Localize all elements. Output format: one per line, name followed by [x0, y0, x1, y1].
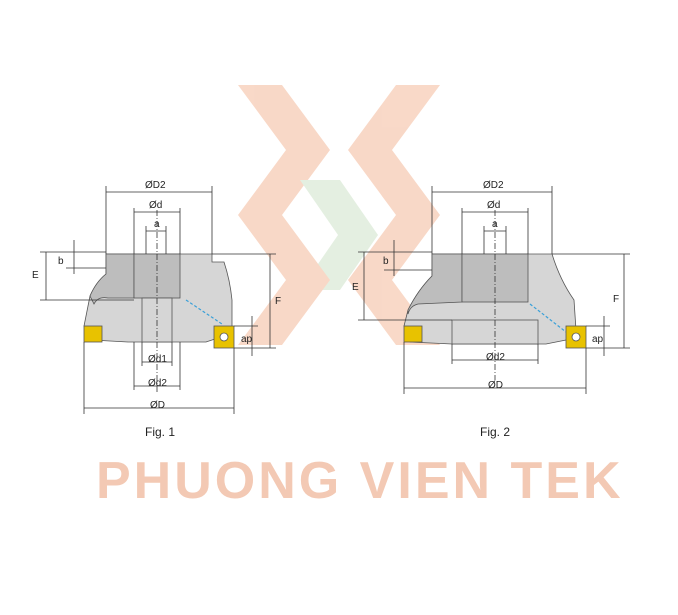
watermark-logo [238, 85, 440, 345]
fig2-coolant-channel [529, 303, 567, 333]
fig2-insert-screw [571, 332, 581, 342]
fig1-label-d1: Ød1 [148, 354, 167, 365]
fig2-label-d2: Ød2 [486, 352, 505, 363]
watermark-text: PHUONG VIEN TEK [96, 452, 624, 510]
fig2-label-d: Ød [487, 200, 500, 211]
fig2-label-D: ØD [488, 380, 503, 391]
fig1-shoulder-shade [89, 253, 135, 305]
fig2-caption: Fig. 2 [480, 425, 510, 439]
fig2-label-b: b [383, 256, 389, 267]
fig1-label-D2: ØD2 [145, 180, 166, 191]
fig1-label-d2: Ød2 [148, 378, 167, 389]
fig1-label-E: E [32, 270, 39, 281]
fig1-label-F: F [275, 296, 281, 307]
fig2-label-D2: ØD2 [483, 180, 504, 191]
fig1-label-ap: ap [241, 334, 253, 345]
fig1-label-D: ØD [150, 400, 165, 411]
fig2-label-E: E [352, 282, 359, 293]
fig1-insert-screw [219, 332, 229, 342]
fig1-label-d: Ød [149, 200, 162, 211]
fig1-coolant-channel [185, 299, 223, 325]
fig2-left-insert [403, 325, 423, 343]
fig2-label-F: F [613, 294, 619, 305]
fig1-label-a: a [154, 219, 160, 230]
fig2-label-a: a [492, 219, 498, 230]
figure-1: ØD2 Ød a E b F ap Ød1 Ød2 ØD Fig. 1 [32, 180, 281, 439]
figure-2: ØD2 Ød a E b F ap Ød2 ØD Fig. 2 [352, 180, 630, 439]
fig1-left-insert [83, 325, 103, 343]
fig2-label-ap: ap [592, 334, 604, 345]
fig1-label-b: b [58, 256, 64, 267]
fig2-shoulder-shade [407, 253, 463, 315]
fig1-caption: Fig. 1 [145, 425, 175, 439]
